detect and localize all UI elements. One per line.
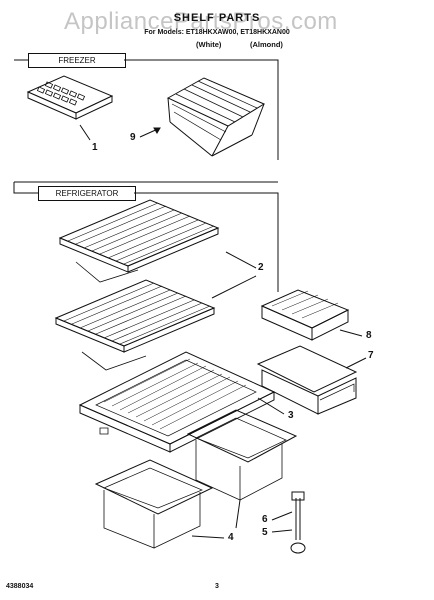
crisper-bin-right [188, 410, 296, 500]
meat-pan [258, 346, 356, 414]
glass-shelf-lower [56, 280, 214, 370]
document-part-number: 4388034 [6, 583, 34, 590]
shelf-roller-pin [291, 492, 305, 553]
callout-4: 4 [228, 532, 234, 543]
callout-2: 2 [258, 262, 264, 273]
freezer-label: FREEZER [28, 53, 126, 68]
model-numbers: For Models: ET18HKXAW00, ET18HKXAN00 [144, 29, 290, 36]
callout-5: 5 [262, 527, 268, 538]
callout-1: 1 [92, 142, 98, 153]
snack-tray [262, 290, 348, 340]
crisper-bin-left [96, 460, 212, 548]
page-title: SHELF PARTS [173, 12, 261, 24]
freezer-frame-right [124, 60, 278, 160]
callout-3: 3 [288, 410, 294, 421]
freezer-wire-rack [168, 78, 264, 156]
callout-8: 8 [366, 330, 372, 341]
callout-6: 6 [262, 514, 268, 525]
refrigerator-frame-right [134, 193, 278, 292]
variant-white: (White) [196, 40, 222, 49]
refrigerator-frame [14, 182, 38, 193]
glass-shelf-upper [60, 200, 218, 282]
callout-7: 7 [368, 350, 374, 361]
callout-9: 9 [130, 132, 136, 143]
watermark: AppliancePartsPros.com [64, 8, 338, 35]
crisper-cover [80, 352, 274, 452]
variant-almond: (Almond) [250, 40, 283, 49]
ice-cube-tray [28, 76, 112, 119]
page-number: 3 [215, 583, 219, 590]
